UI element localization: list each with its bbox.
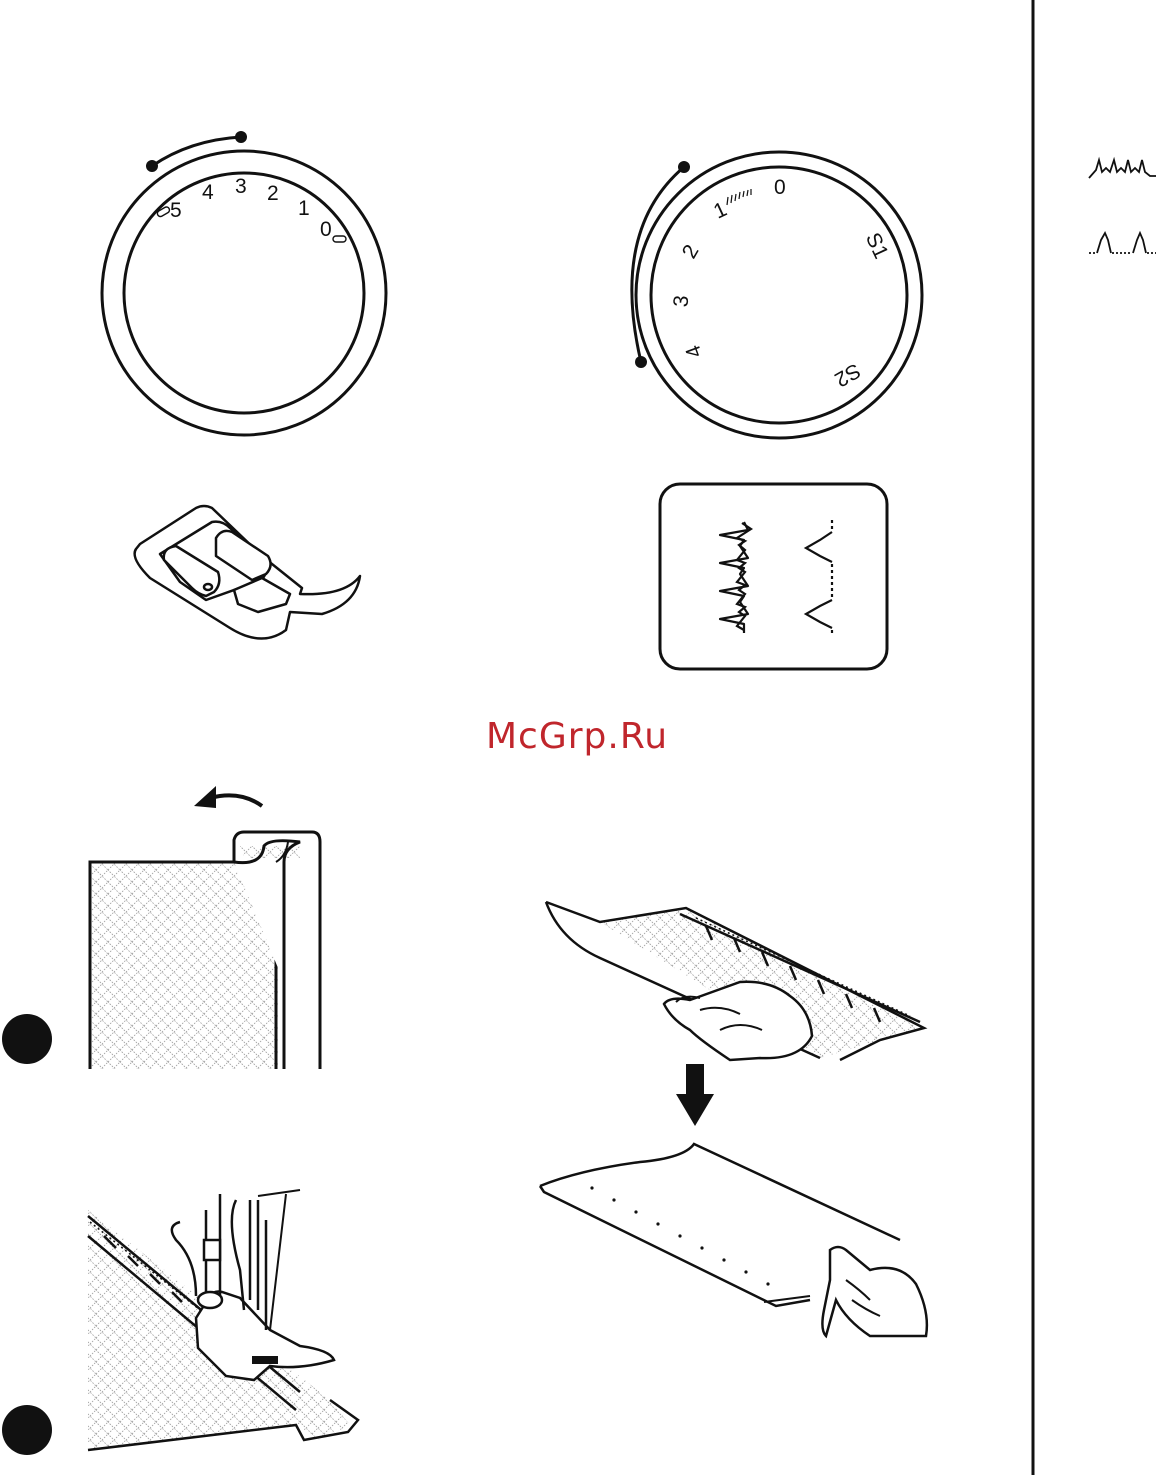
step-marker-icon [2,1405,52,1455]
length-label-0: 0 [320,218,332,241]
length-label-3: 3 [235,175,247,198]
stitch-width-dial: 0 1 2 3 4 S1 S2 [632,152,922,438]
watermark-text: McGrp.Ru [486,716,668,757]
width-label-s1: S1 [861,229,893,262]
hem-fold-illustration [546,902,924,1060]
fold-arrow-icon [194,786,262,808]
width-label-3: 3 [669,294,693,308]
step-marker-icon [2,1014,52,1064]
length-label-2: 2 [267,182,279,205]
width-label-4: 4 [681,342,707,361]
finished-hem-illustration [540,1144,927,1336]
width-label-2: 2 [678,241,704,263]
length-label-4: 4 [202,181,214,204]
blind-hem-icon [1089,233,1156,253]
down-arrow-icon [676,1064,714,1126]
stitch-length-dial: 5 4 3 2 1 0 [102,131,386,435]
length-label-5: 5 [170,199,182,222]
stitch-selection-panel [623,484,887,669]
zigzag-presser-foot-icon [135,506,360,639]
folded-fabric-illustration [90,832,320,1069]
width-label-0: 0 [774,176,786,199]
length-label-1: 1 [298,197,310,220]
width-label-s2: S2 [831,358,865,391]
sewing-machine-illustration [88,1190,358,1450]
stretch-blind-hem-icon [1089,160,1156,178]
